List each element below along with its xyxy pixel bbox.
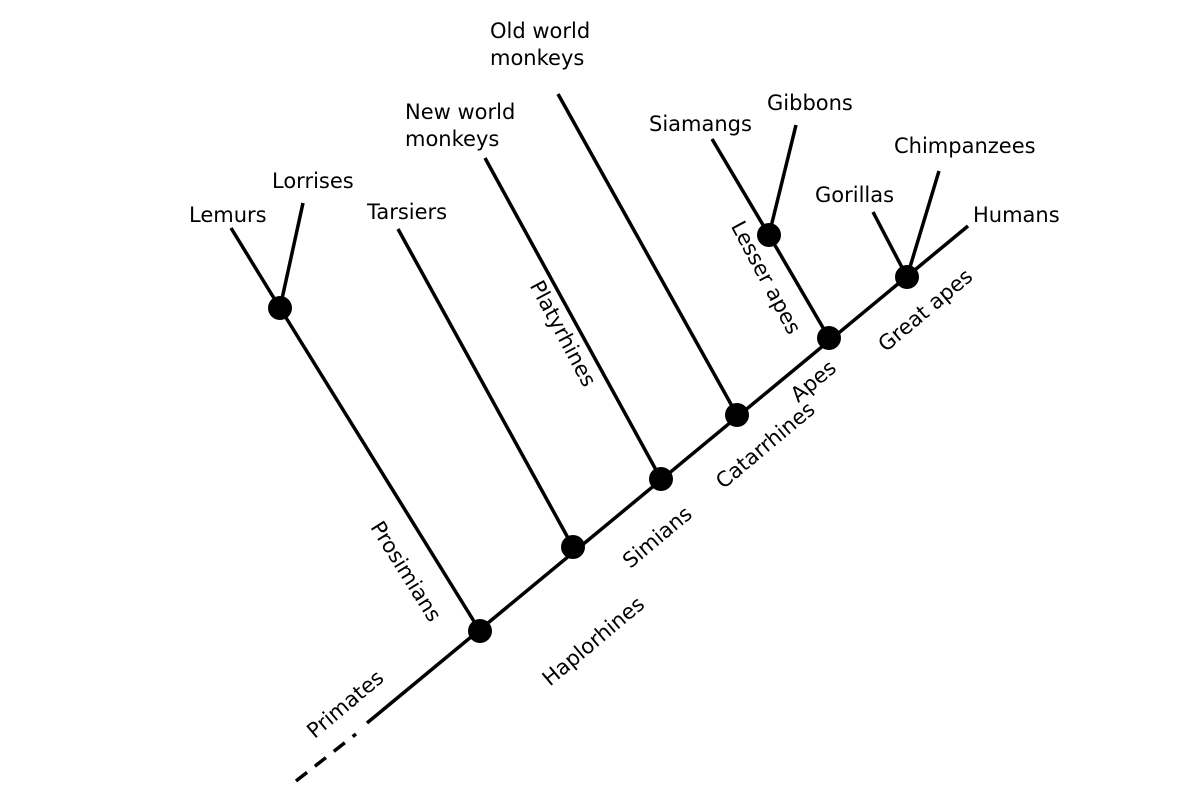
lemurs-branch [229,227,282,309]
gibbons-label: Gibbons [767,91,853,115]
new-world-monkeys-line-1: New world [405,100,515,124]
prosimians-branch [278,307,482,632]
lesser-apes-node [757,223,781,247]
siamangs-branch [710,138,771,236]
siamangs-label: Siamangs [649,112,752,136]
catarrhines-node [725,403,749,427]
simians-node [649,467,673,491]
lorrises-label: Lorrises [272,169,354,193]
old-world-monkeys-branch [556,93,739,416]
prosimians-node [268,296,292,320]
lorrises-branch [278,202,305,309]
chimpanzees-label: Chimpanzees [894,134,1036,158]
old-world-monkeys-label: Old world monkeys [490,19,597,70]
prosimians-label: Prosimians [366,517,447,626]
tarsiers-label: Tarsiers [366,200,447,224]
primates-label: Primates [302,665,388,743]
great-apes-label: Great apes [874,264,978,356]
apes-label: Apes [786,355,841,407]
primates-node [468,619,492,643]
chimpanzees-branch [905,170,941,278]
apes-node [817,326,841,350]
lemurs-label: Lemurs [189,203,267,227]
great-apes-node [895,265,919,289]
old-world-monkeys-line-1: Old world [490,19,590,43]
platyrhines-label: Platyrhines [525,276,601,390]
humans-label: Humans [973,203,1060,227]
trunk-dashed-end [294,732,358,783]
new-world-monkeys-line-2: monkeys [405,127,499,151]
simians-label: Simians [618,502,697,573]
haplorhines-label: Haplorhines [538,592,649,691]
new-world-monkeys-branch [483,157,663,480]
new-world-monkeys-label: New world monkeys [405,100,522,151]
old-world-monkeys-line-2: monkeys [490,46,584,70]
gorillas-label: Gorillas [815,183,894,207]
haplorhines-node [561,535,585,559]
tarsiers-branch [396,228,575,548]
gorillas-branch [871,211,909,278]
lesser-apes-branch [767,234,831,339]
gibbons-branch [767,124,798,236]
